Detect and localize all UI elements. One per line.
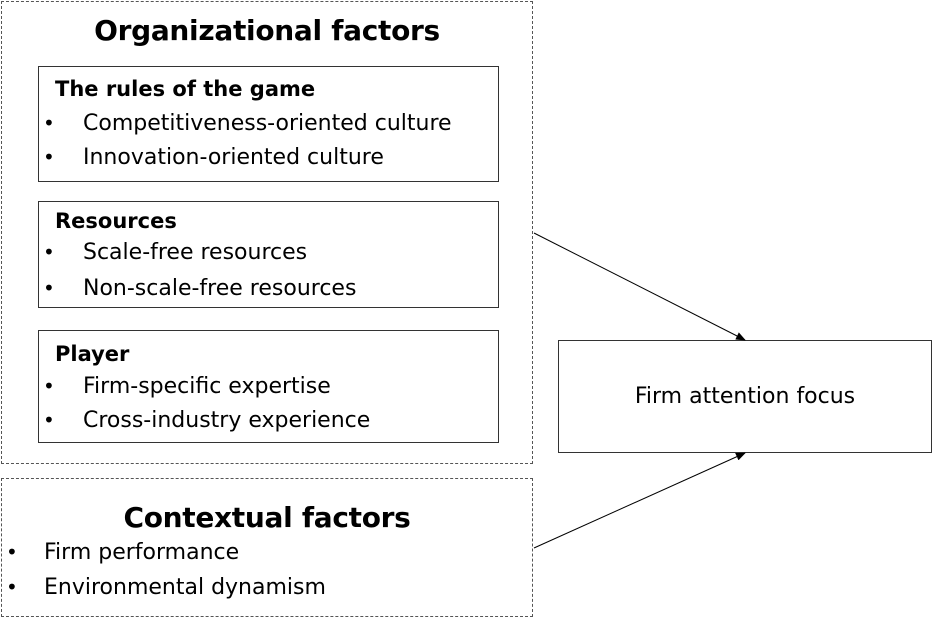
- contextual-factors-panel: Contextual factors • Firm performance • …: [1, 478, 533, 617]
- organizational-factors-title: Organizational factors: [94, 14, 440, 47]
- contextual-item-environmental-dynamism: Environmental dynamism: [44, 575, 326, 600]
- firm-attention-focus-box: Firm attention focus: [558, 340, 932, 453]
- bullet-icon: •: [43, 111, 55, 135]
- player-box: Player • Firm-specific expertise • Cross…: [38, 330, 499, 443]
- organizational-factors-panel: Organizational factors The rules of the …: [1, 1, 533, 464]
- player-item-cross-industry: Cross-industry experience: [83, 408, 371, 433]
- bullet-icon: •: [43, 276, 55, 300]
- resources-item-non-scale-free: Non-scale-free resources: [83, 276, 357, 301]
- resources-title: Resources: [55, 209, 177, 233]
- rules-of-the-game-title: The rules of the game: [55, 77, 316, 101]
- contextual-item-firm-performance: Firm performance: [44, 540, 240, 565]
- player-title: Player: [55, 342, 130, 366]
- player-item-firm-specific: Firm-specific expertise: [83, 374, 331, 399]
- resources-item-scale-free: Scale-free resources: [83, 240, 308, 265]
- bullet-icon: •: [6, 575, 18, 599]
- resources-box: Resources • Scale-free resources • Non-s…: [38, 201, 499, 308]
- contextual-factors-title: Contextual factors: [123, 501, 411, 534]
- bullet-icon: •: [43, 374, 55, 398]
- organizational-to-focus-arrow: [533, 232, 746, 341]
- firm-attention-focus-label: Firm attention focus: [634, 384, 856, 409]
- rules-of-the-game-box: The rules of the game • Competitiveness-…: [38, 66, 499, 182]
- bullet-icon: •: [43, 408, 55, 432]
- bullet-icon: •: [43, 240, 55, 264]
- bullet-icon: •: [6, 540, 18, 564]
- contextual-to-focus-arrow: [533, 452, 746, 549]
- rules-item-innovation: Innovation-oriented culture: [83, 145, 384, 170]
- rules-item-competitiveness: Competitiveness-oriented culture: [83, 111, 452, 136]
- bullet-icon: •: [43, 145, 55, 169]
